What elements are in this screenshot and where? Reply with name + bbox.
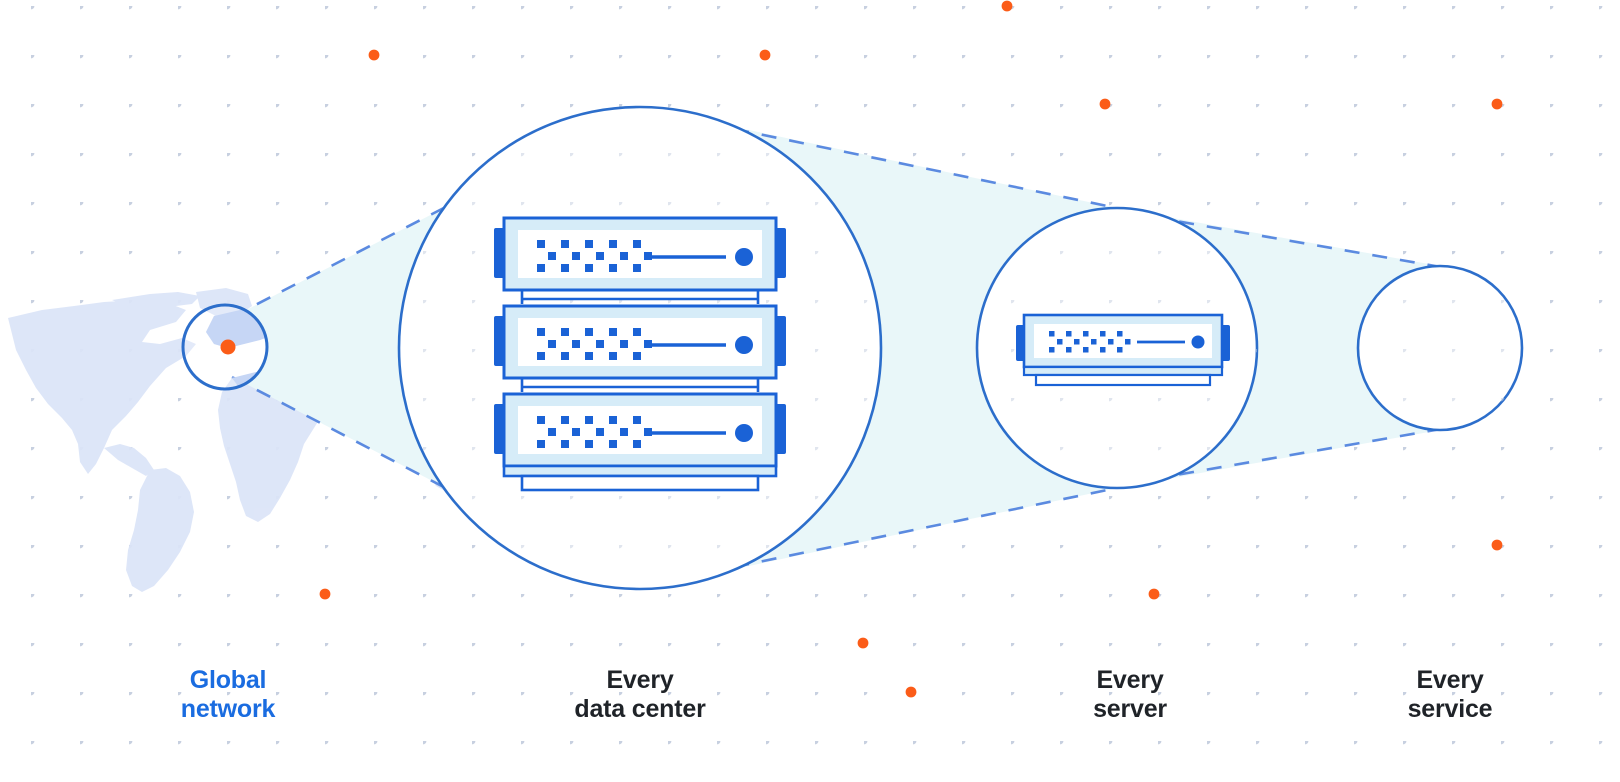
- accent-dot: [319, 588, 331, 600]
- rack-connector: [520, 291, 760, 304]
- rack-connector: [520, 379, 760, 392]
- accent-dot: [905, 686, 917, 698]
- accent-dots: [319, 0, 1503, 698]
- server-unit: [494, 392, 786, 468]
- map-lens-ring: [181, 303, 269, 391]
- server-rack: [494, 216, 786, 492]
- server-unit: [494, 216, 786, 292]
- accent-dot: [368, 49, 380, 61]
- rack-base: [502, 464, 778, 492]
- accent-dot: [759, 49, 771, 61]
- accent-dot: [1148, 588, 1160, 600]
- accent-dot: [1491, 98, 1503, 110]
- accent-dot: [857, 637, 869, 649]
- map-location-marker: [220, 339, 236, 355]
- accent-dot: [1001, 0, 1013, 12]
- map-lens: [181, 303, 269, 391]
- accent-dot: [1099, 98, 1111, 110]
- zoom-cone-dashed-lines: [231, 105, 1442, 591]
- single-server: [1016, 313, 1230, 387]
- server-unit: [494, 304, 786, 380]
- accent-dot: [1491, 539, 1503, 551]
